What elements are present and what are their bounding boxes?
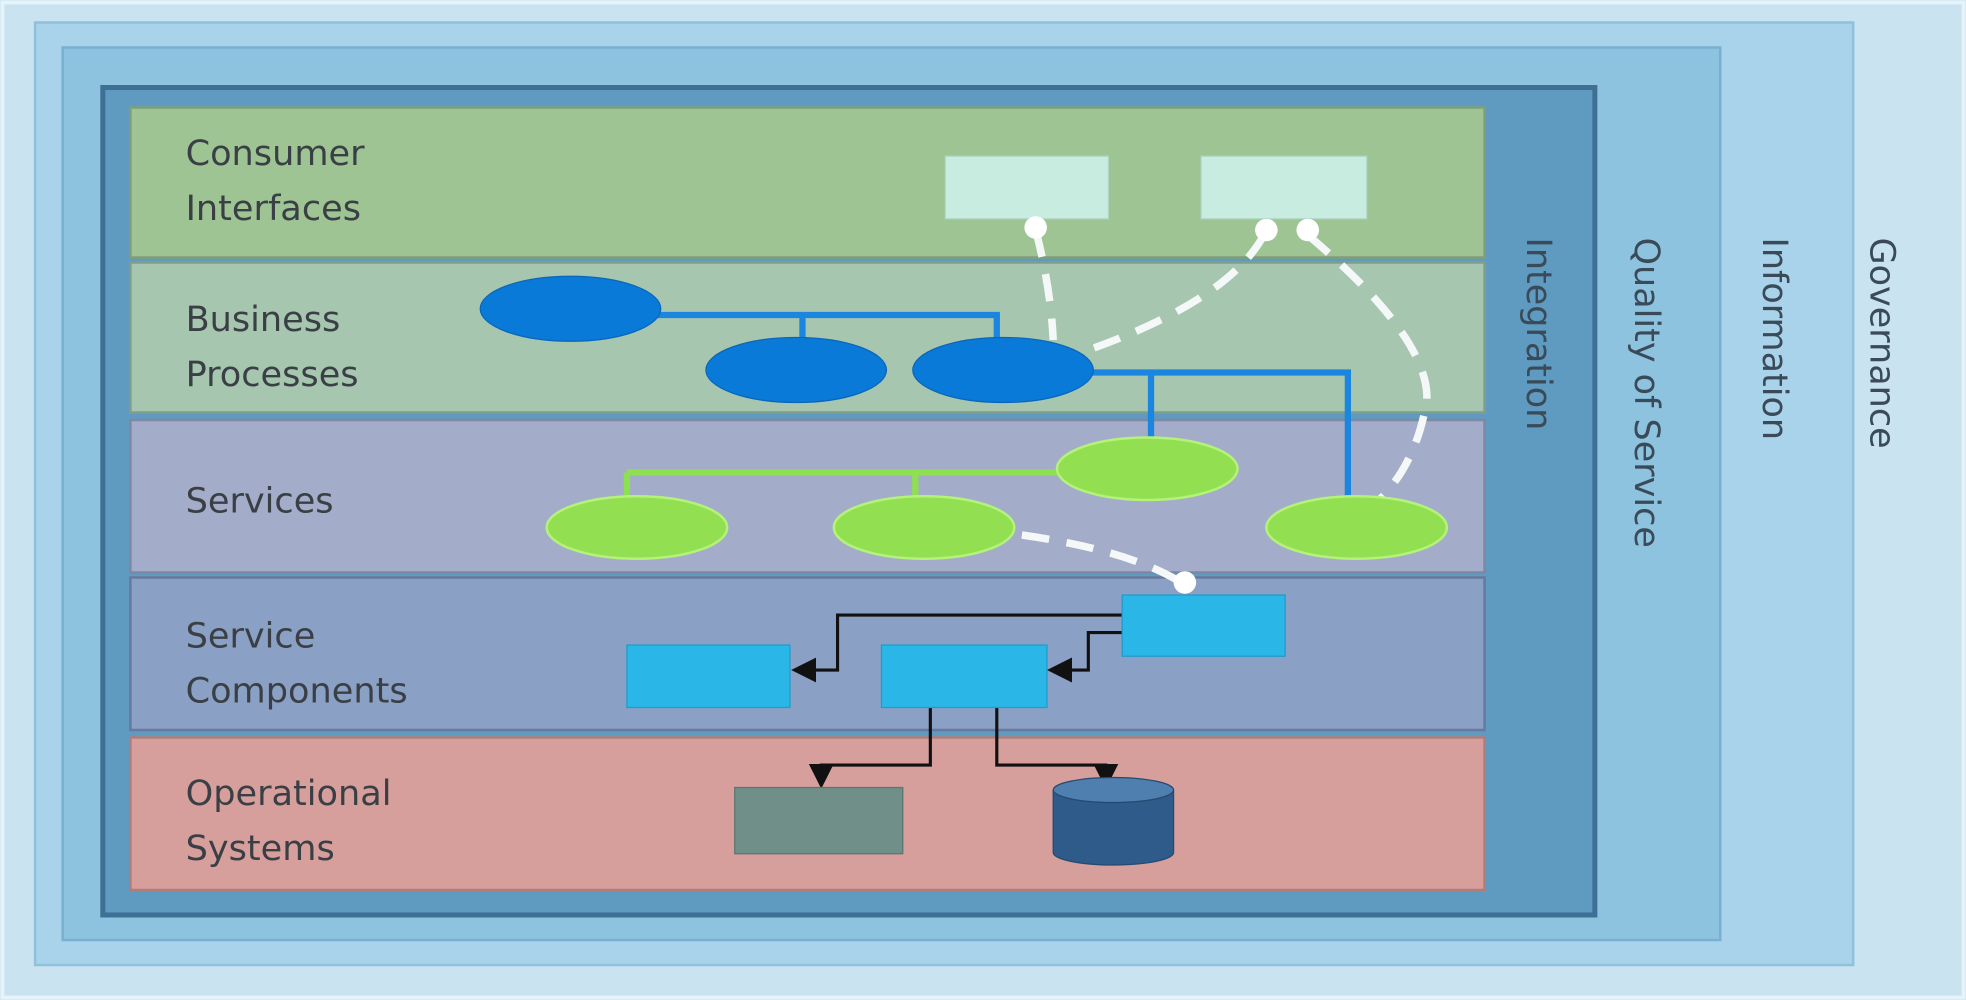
process-node bbox=[912, 336, 1094, 404]
consumer-box bbox=[1200, 155, 1368, 220]
process-connectors bbox=[651, 311, 1351, 503]
consumer-box bbox=[944, 155, 1110, 220]
component-box bbox=[880, 644, 1048, 709]
layer-label: Services bbox=[186, 481, 334, 522]
layer-label: Components bbox=[186, 671, 408, 712]
governance-label: Governance bbox=[1862, 238, 1903, 449]
service-node bbox=[1265, 495, 1449, 560]
component-box bbox=[1121, 594, 1286, 657]
layer-label: Operational bbox=[186, 773, 392, 814]
database-icon bbox=[1052, 776, 1175, 866]
link-dots bbox=[1024, 216, 1320, 594]
service-node bbox=[832, 495, 1016, 560]
component-connectors bbox=[791, 613, 1123, 789]
layer-label: Consumer bbox=[186, 133, 366, 174]
service-node bbox=[1055, 436, 1239, 502]
layer-label: Service bbox=[186, 616, 316, 657]
layer-label: Processes bbox=[186, 354, 359, 395]
component-box bbox=[626, 644, 791, 709]
service-node bbox=[545, 495, 729, 560]
process-node bbox=[479, 275, 662, 342]
system-box bbox=[734, 786, 904, 855]
information-label: Information bbox=[1754, 238, 1795, 441]
layer-label: Business bbox=[186, 299, 341, 340]
quality-of-service-label: Quality of Service bbox=[1626, 238, 1667, 548]
layer-label: Systems bbox=[186, 828, 335, 869]
dashed-links bbox=[1021, 229, 1431, 586]
layer-label: Interfaces bbox=[186, 188, 361, 229]
layer-services bbox=[129, 418, 1486, 574]
integration-label: Integration bbox=[1518, 238, 1559, 431]
process-node bbox=[705, 336, 888, 404]
